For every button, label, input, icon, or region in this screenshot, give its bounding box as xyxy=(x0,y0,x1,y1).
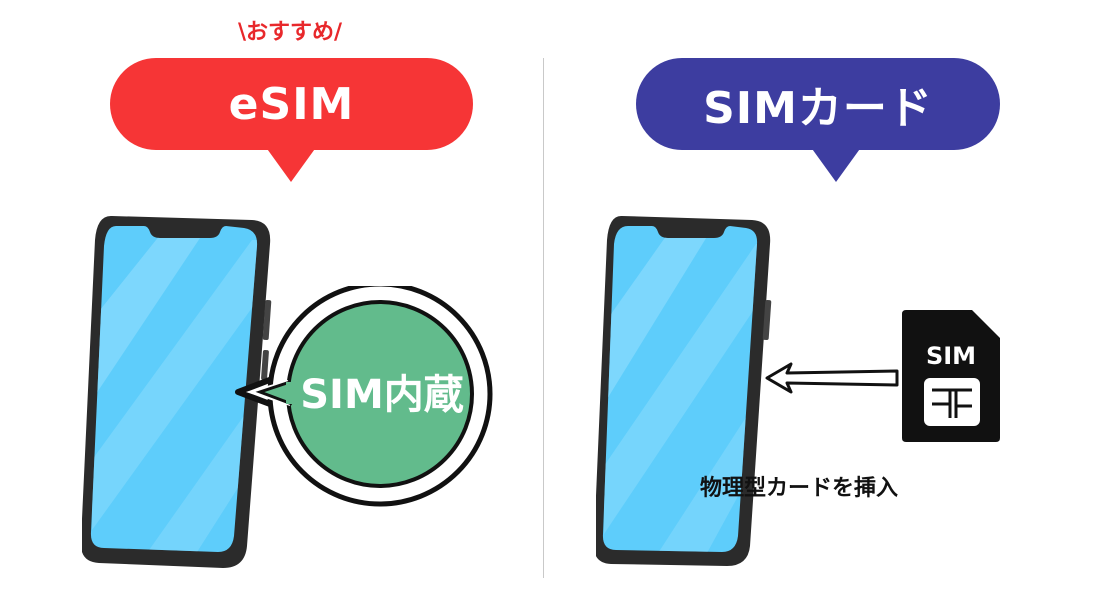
sim-card-label: SIM xyxy=(926,342,976,370)
left-arrow-icon xyxy=(765,362,899,394)
insert-caption: 物理型カードを挿入 xyxy=(700,476,899,501)
esim-title-pill: eSIM xyxy=(110,58,473,150)
recommend-right-slash: / xyxy=(334,20,343,45)
smartphone-icon xyxy=(82,215,272,568)
right-phone-screen xyxy=(602,226,758,552)
speech-bubble-icon: SIM内蔵 xyxy=(235,286,493,507)
simcard-title: SIMカード xyxy=(703,83,933,134)
sim-card-icon: SIM xyxy=(902,310,1000,442)
esim-title: eSIM xyxy=(228,78,355,130)
center-divider xyxy=(543,58,544,578)
recommend-label: \おすすめ/ xyxy=(190,14,390,48)
recommend-left-slash: \ xyxy=(237,20,246,45)
bubble-text: SIM内蔵 xyxy=(300,372,464,418)
simcard-title-pill: SIMカード xyxy=(636,58,1000,150)
recommend-text: おすすめ xyxy=(245,20,334,45)
sim-chip xyxy=(924,378,980,426)
esim-pill-pointer xyxy=(265,146,317,182)
left-phone-screen xyxy=(90,226,258,552)
smartphone-icon xyxy=(596,215,772,566)
simcard-pill-pointer xyxy=(810,146,862,182)
